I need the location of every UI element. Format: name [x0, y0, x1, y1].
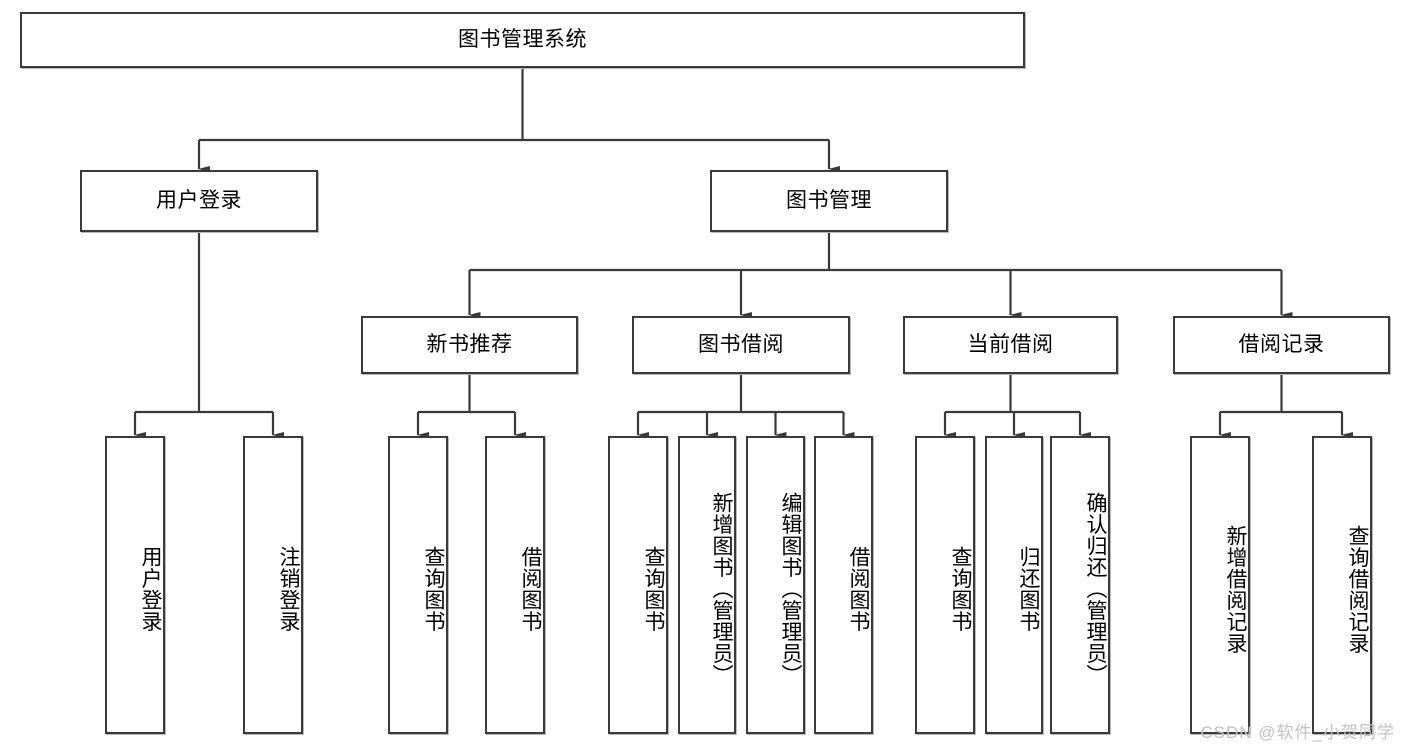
- node-label: 图书管理: [786, 189, 872, 213]
- node-label: 确认归还（管理员）: [1084, 492, 1107, 686]
- node-leaf1[interactable]: 用户登录: [105, 436, 165, 734]
- node-label: 借阅图书: [847, 546, 870, 632]
- node-bookmgmt[interactable]: 图书管理: [710, 170, 948, 232]
- node-label: 当前借阅: [967, 333, 1054, 357]
- node-current[interactable]: 当前借阅: [903, 316, 1118, 374]
- node-borrow[interactable]: 图书借阅: [632, 316, 850, 374]
- node-label: 查询图书: [949, 546, 972, 632]
- node-leaf5[interactable]: 查询图书: [608, 436, 668, 734]
- node-root[interactable]: 图书管理系统: [20, 12, 1025, 68]
- connector-lines: [133, 68, 1353, 438]
- node-leaf8[interactable]: 借阅图书: [814, 436, 873, 734]
- node-leaf11[interactable]: 确认归还（管理员）: [1050, 436, 1110, 734]
- node-label: 注销登录: [277, 546, 300, 632]
- node-leaf4[interactable]: 借阅图书: [485, 436, 545, 734]
- node-label: 用户登录: [139, 546, 162, 632]
- node-label: 查询借阅记录: [1346, 524, 1369, 654]
- node-newbook[interactable]: 新书推荐: [361, 316, 578, 374]
- node-label: 归还图书: [1017, 546, 1040, 632]
- node-leaf12[interactable]: 新增借阅记录: [1190, 436, 1250, 734]
- node-label: 新增图书（管理员）: [710, 492, 733, 686]
- node-label: 借阅记录: [1238, 333, 1325, 357]
- node-label: 查询图书: [642, 546, 665, 632]
- node-leaf3[interactable]: 查询图书: [388, 436, 448, 734]
- node-label: 查询图书: [422, 546, 445, 632]
- node-leaf9[interactable]: 查询图书: [915, 436, 975, 734]
- node-leaf7[interactable]: 编辑图书（管理员）: [746, 436, 805, 734]
- node-label: 用户登录: [156, 189, 242, 213]
- node-leaf10[interactable]: 归还图书: [985, 436, 1043, 734]
- node-leaf2[interactable]: 注销登录: [243, 436, 303, 734]
- node-leaf13[interactable]: 查询借阅记录: [1312, 436, 1372, 734]
- node-label: 图书借阅: [698, 333, 784, 357]
- node-label: 图书管理系统: [458, 28, 587, 52]
- node-label: 新增借阅记录: [1224, 524, 1247, 654]
- node-leaf6[interactable]: 新增图书（管理员）: [678, 436, 736, 734]
- node-label: 编辑图书（管理员）: [779, 492, 802, 686]
- node-records[interactable]: 借阅记录: [1173, 316, 1390, 374]
- node-label: 新书推荐: [426, 333, 513, 357]
- watermark-text: CSDN @软件_小贺同学: [1200, 723, 1395, 742]
- node-label: 借阅图书: [519, 546, 542, 632]
- node-login[interactable]: 用户登录: [80, 170, 318, 232]
